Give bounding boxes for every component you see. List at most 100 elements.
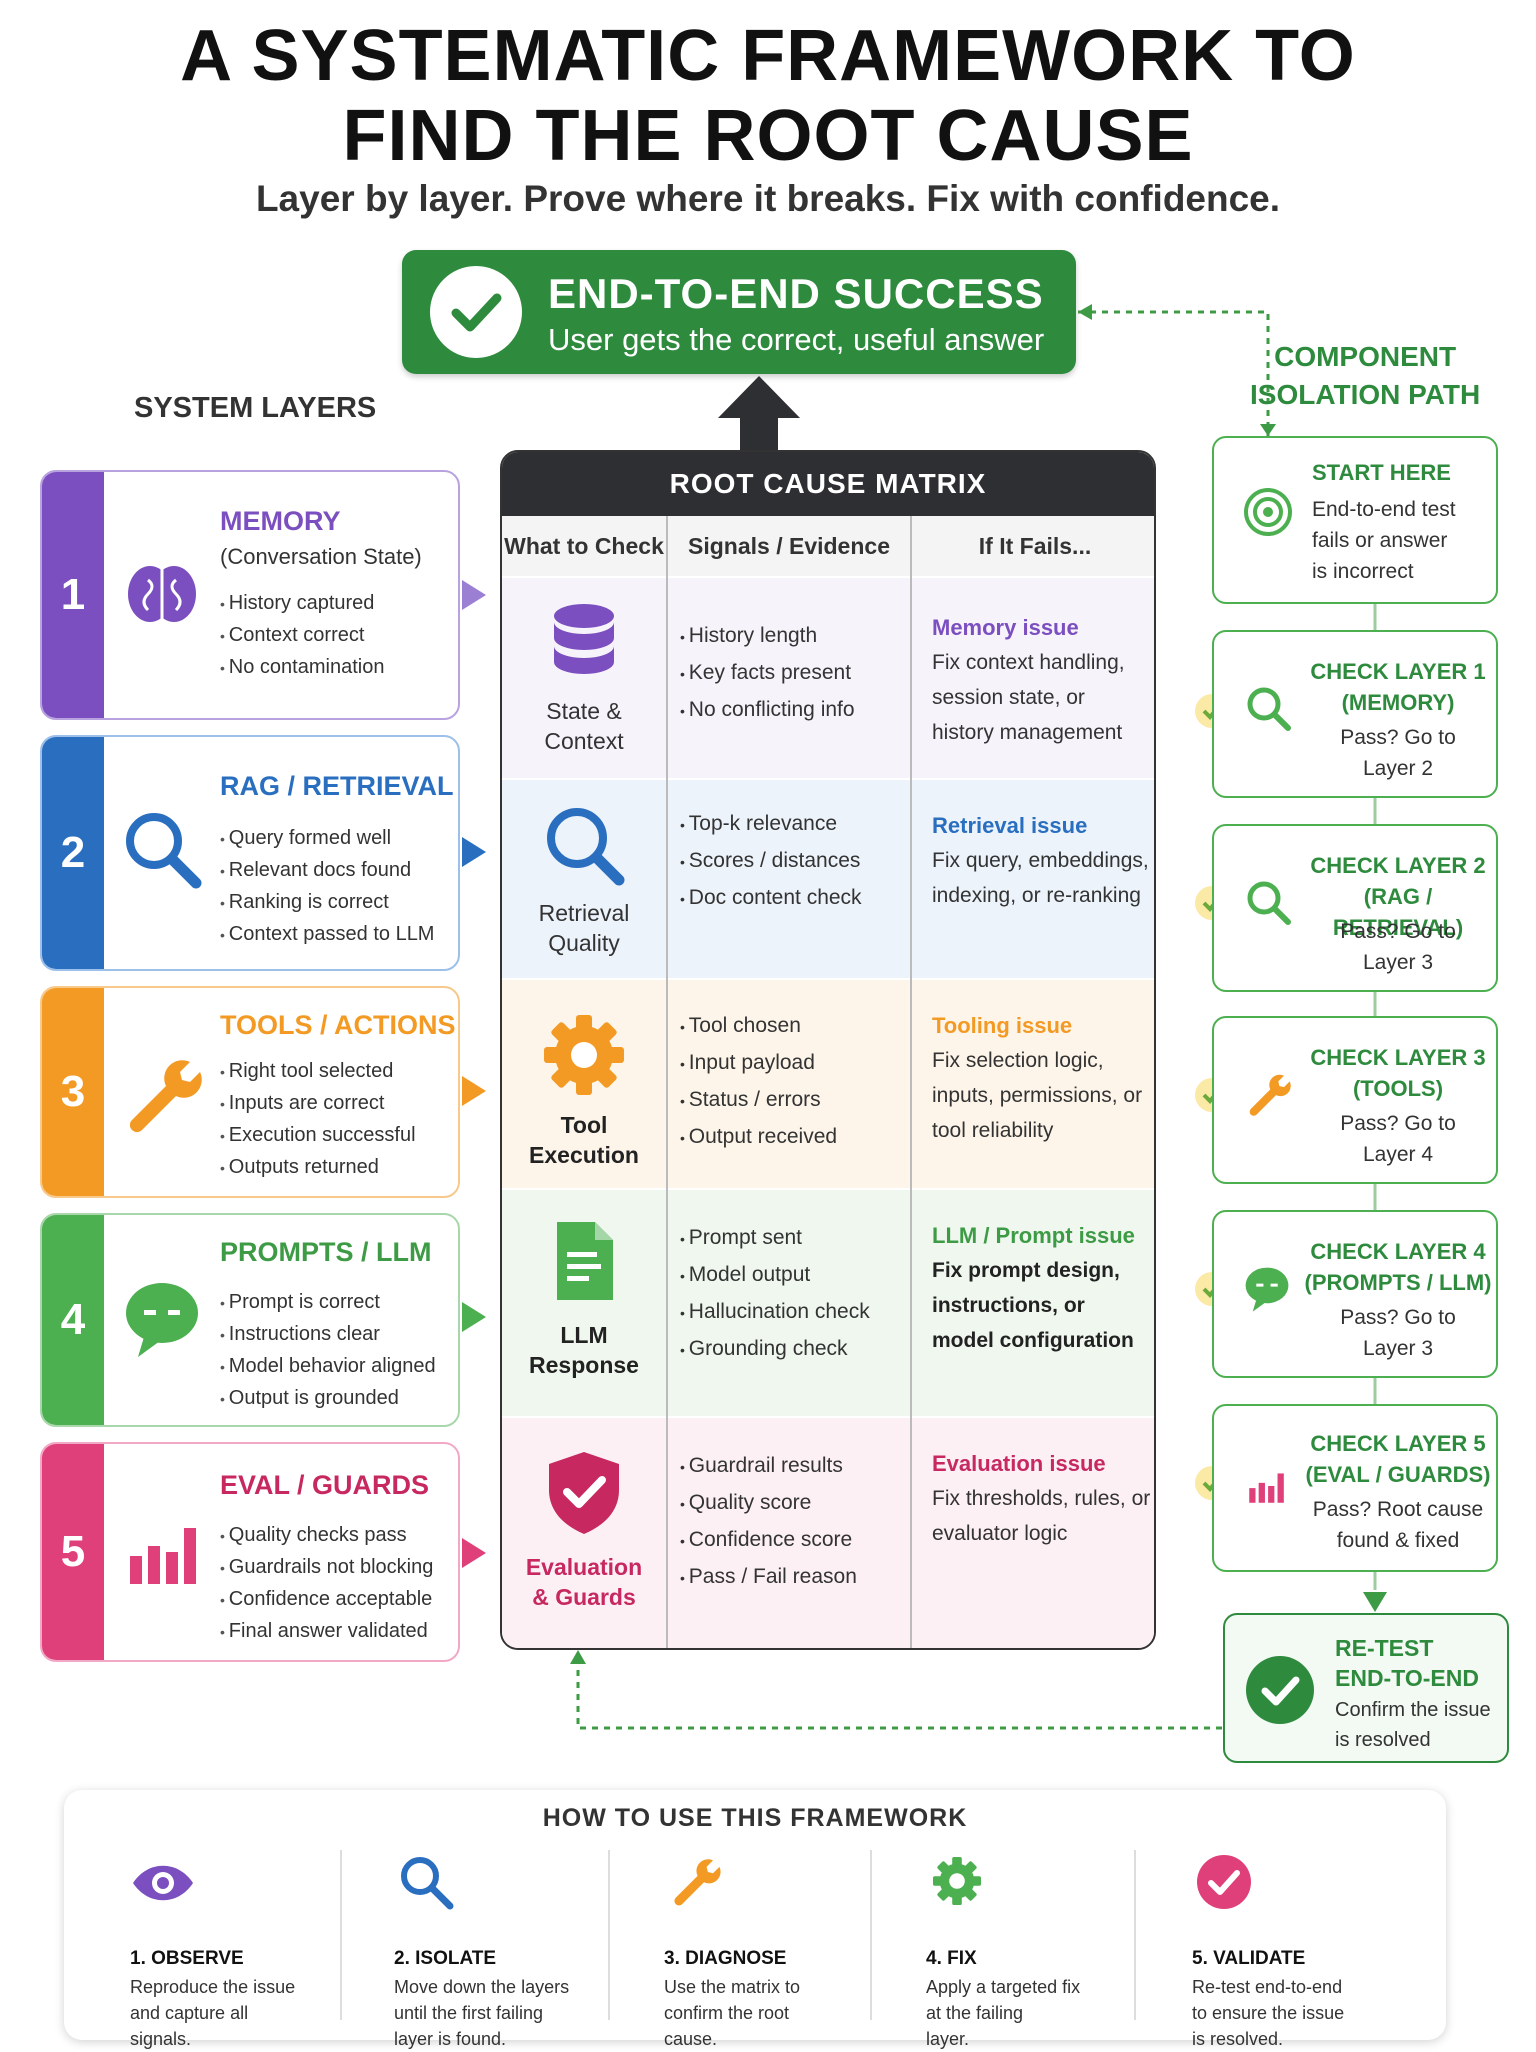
check-layer-1-box: CHECK LAYER 1 (MEMORY) Pass? Go to Layer… — [1212, 630, 1498, 798]
list-item: Model behavior aligned — [220, 1351, 436, 1383]
signals-list: Top-k relevance Scores / distances Doc c… — [680, 806, 862, 917]
what-to-check-line: State & — [546, 698, 622, 724]
list-item: Scores / distances — [680, 843, 862, 880]
matrix-row-tooling: Tool Execution Tool chosen Input payload… — [502, 980, 1154, 1188]
wrench-icon — [674, 1859, 721, 1906]
layer-card-rag-retrieval: 2 RAG / RETRIEVAL Query formed well Rele… — [40, 735, 460, 971]
list-item: Hallucination check — [680, 1294, 870, 1331]
signals-list: Guardrail results Quality score Confiden… — [680, 1448, 857, 1596]
check-desc-line: Layer 4 — [1362, 1143, 1434, 1166]
what-to-check-line: Context — [544, 728, 624, 754]
list-item: Grounding check — [680, 1331, 870, 1368]
shield-check-icon — [549, 1452, 619, 1534]
re-test-box: RE-TEST END-TO-END Confirm the issue is … — [1223, 1613, 1509, 1763]
layer-card-tools-actions: 3 TOOLS / ACTIONS Right tool selected In… — [40, 986, 460, 1198]
failure-title: LLM / Prompt issue — [932, 1223, 1135, 1248]
column-divider — [910, 516, 912, 1648]
chat-bubble-icon — [1245, 1267, 1289, 1312]
database-icon — [554, 604, 614, 674]
how-to-use-title: HOW TO USE THIS FRAMEWORK — [542, 1804, 968, 1832]
what-to-check-line: Execution — [529, 1142, 639, 1168]
list-item: Key facts present — [680, 655, 855, 692]
failure-description: Fix thresholds, rules, or evaluator logi… — [932, 1487, 1151, 1545]
failure-cell: Memory issue Fix context handling, sessi… — [932, 610, 1152, 750]
check-title-line: (MEMORY) — [1341, 690, 1455, 715]
layer-title: TOOLS / ACTIONS — [220, 1010, 456, 1040]
what-to-check-line: Quality — [548, 930, 620, 956]
start-here-line: is incorrect — [1312, 560, 1414, 583]
list-item: Execution successful — [220, 1120, 416, 1152]
list-item: No contamination — [220, 652, 385, 684]
component-isolation-path-heading: COMPONENT ISOLATION PATH — [1250, 338, 1480, 414]
layer-title: PROMPTS / LLM — [220, 1237, 432, 1267]
layer-number: 1 — [42, 472, 104, 718]
list-item: Confidence score — [680, 1522, 857, 1559]
gear-icon — [933, 1857, 981, 1905]
check-desc-line: Pass? Root cause — [1312, 1498, 1484, 1521]
failure-description: Fix prompt design, instructions, or mode… — [932, 1259, 1134, 1352]
success-subtitle: User gets the correct, useful answer — [548, 322, 1045, 357]
wrench-icon — [129, 1060, 202, 1133]
what-to-check-line: Tool — [560, 1112, 608, 1138]
list-item: Status / errors — [680, 1082, 837, 1119]
wrench-icon — [1249, 1074, 1291, 1116]
gear-icon — [544, 1015, 624, 1095]
document-icon — [557, 1222, 613, 1300]
step-desc-line: signals. — [130, 2029, 192, 2049]
list-item: History captured — [220, 588, 384, 620]
retest-desc-line: is resolved — [1335, 1729, 1431, 1751]
step-desc-line: until the first failing — [394, 2003, 544, 2023]
start-here-line: fails or answer — [1312, 529, 1448, 552]
what-to-check-line: & Guards — [532, 1584, 636, 1610]
check-desc-line: Layer 3 — [1362, 1337, 1434, 1360]
step-desc-line: layer is found. — [394, 2029, 507, 2049]
list-item: History length — [680, 618, 855, 655]
chat-bubble-icon — [126, 1283, 198, 1357]
layer-subtitle: (Conversation State) — [220, 544, 422, 569]
success-title: END-TO-END SUCCESS — [548, 270, 1044, 317]
step-desc-line: to ensure the issue — [1192, 2003, 1345, 2023]
list-item: Pass / Fail reason — [680, 1559, 857, 1596]
check-desc-line: found & fixed — [1336, 1529, 1460, 1552]
step-desc-line: cause. — [664, 2029, 718, 2049]
list-item: Inputs are correct — [220, 1088, 416, 1120]
check-title-line: CHECK LAYER 5 — [1310, 1431, 1486, 1456]
failure-title: Tooling issue — [932, 1013, 1073, 1038]
arrow-right-icon — [462, 837, 486, 867]
layer-number: 4 — [42, 1215, 104, 1425]
what-to-check-line: Retrieval — [538, 900, 630, 926]
matrix-row-evaluation: Evaluation & Guards Guardrail results Qu… — [502, 1418, 1154, 1648]
step-desc-line: Reproduce the issue — [130, 1977, 296, 1997]
title-line-1: A SYSTEMATIC FRAMEWORK TO — [180, 16, 1356, 96]
check-circle-icon — [430, 266, 522, 358]
failure-cell: Retrieval issue Fix query, embeddings, i… — [932, 808, 1152, 913]
failure-cell: Tooling issue Fix selection logic, input… — [932, 1008, 1152, 1148]
signals-list: Prompt sent Model output Hallucination c… — [680, 1220, 870, 1368]
check-title-line: (EVAL / GUARDS) — [1305, 1462, 1491, 1487]
check-title-line: CHECK LAYER 4 — [1310, 1239, 1486, 1264]
magnifier-icon — [547, 808, 625, 886]
list-item: Tool chosen — [680, 1008, 837, 1045]
step-desc-line: Apply a targeted fix — [926, 1977, 1081, 1997]
column-divider — [666, 516, 668, 1648]
step-divider — [1134, 1850, 1136, 2020]
list-item: Prompt sent — [680, 1220, 870, 1257]
list-item: Quality checks pass — [220, 1520, 433, 1552]
magnifier-icon — [1247, 687, 1291, 731]
eye-icon — [133, 1865, 193, 1901]
bar-chart-icon — [130, 1528, 196, 1584]
what-to-check-line: Response — [529, 1352, 639, 1378]
start-here-box: START HERE End-to-end test fails or answ… — [1212, 436, 1498, 604]
what-to-check-line: LLM — [560, 1322, 608, 1348]
up-arrow-icon — [718, 376, 800, 452]
failure-title: Retrieval issue — [932, 813, 1088, 838]
start-here-line: End-to-end test — [1312, 498, 1456, 521]
layer-number: 3 — [42, 988, 104, 1196]
magnifier-icon — [126, 813, 202, 889]
check-circle-icon — [1197, 1855, 1251, 1909]
list-item: Output received — [680, 1119, 837, 1156]
step-desc-line: Use the matrix to — [664, 1977, 801, 1997]
step-divider — [608, 1850, 610, 2020]
step-desc-line: layer. — [926, 2029, 970, 2049]
matrix-title: ROOT CAUSE MATRIX — [502, 452, 1154, 516]
